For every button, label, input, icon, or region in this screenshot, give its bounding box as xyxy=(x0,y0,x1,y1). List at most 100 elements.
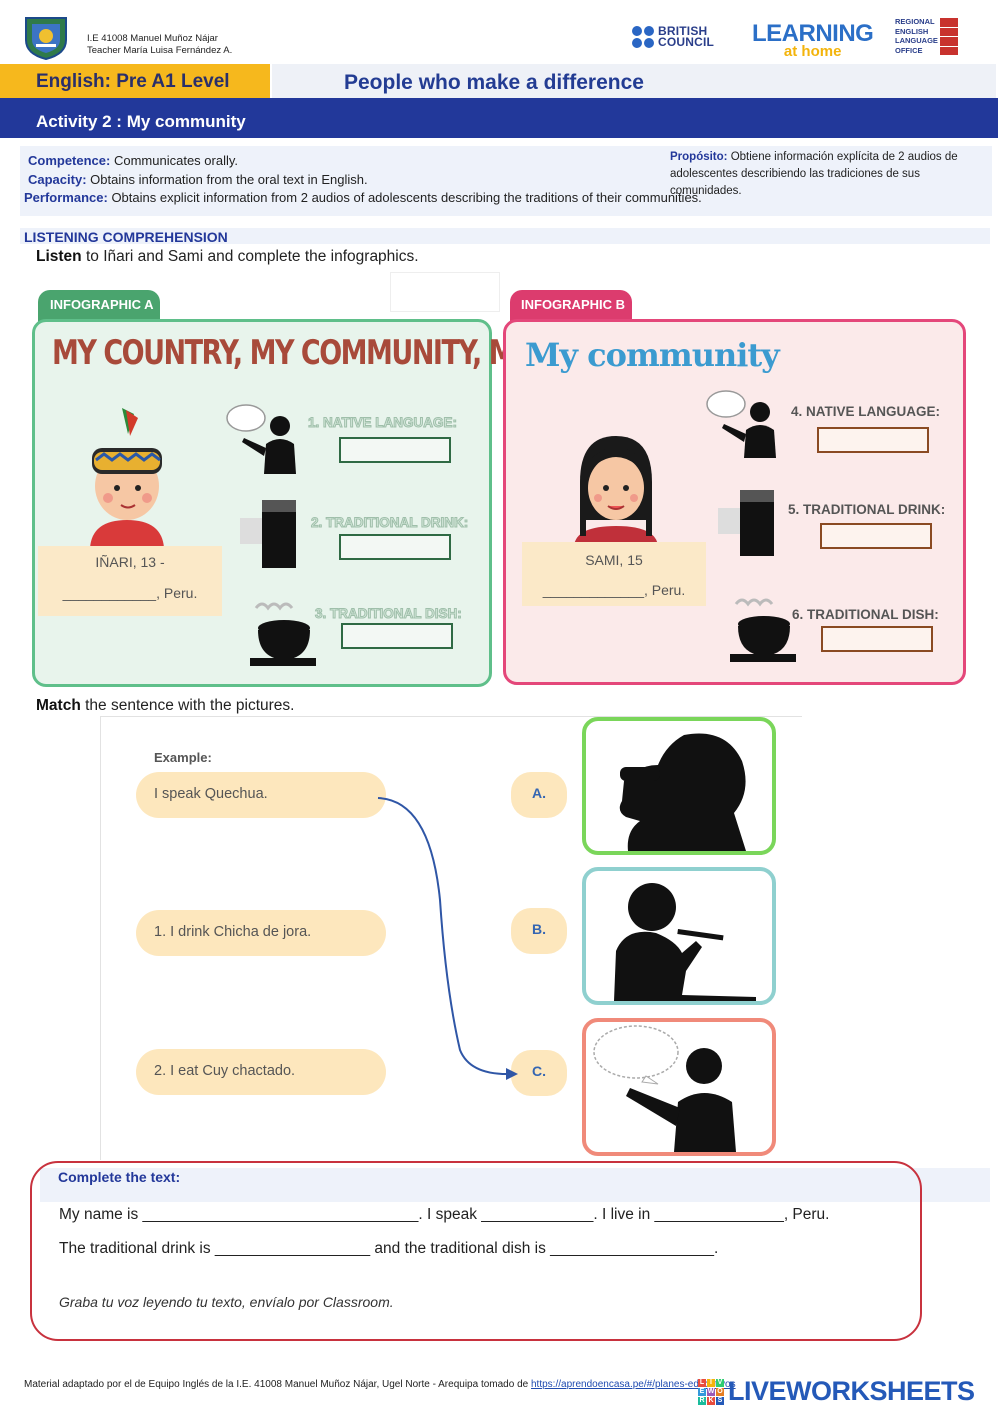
learning-at-home-logo: LEARNING at home xyxy=(752,20,874,60)
purpose-text: Obtiene información explícita de 2 audio… xyxy=(670,151,958,197)
sami-place-blank[interactable]: _____________, Peru. xyxy=(542,582,686,598)
lah-line-2: at home xyxy=(783,43,842,60)
picture-c[interactable] xyxy=(582,1018,776,1156)
example-label: Example: xyxy=(154,750,212,765)
competence-box xyxy=(20,146,992,216)
performance-text: Obtains explicit information from 2 audi… xyxy=(111,190,702,205)
activity-banner xyxy=(0,98,998,138)
sami-girl-icon xyxy=(574,436,658,546)
listening-instruction-text: to Iñari and Sami and complete the infog… xyxy=(85,248,419,265)
footer-text: Material adaptado por el de Equipo Inglé… xyxy=(24,1379,529,1390)
recording-note: Graba tu voz leyendo tu texto, envíalo p… xyxy=(59,1294,394,1310)
sami-name: SAMI, 15 xyxy=(585,552,643,568)
dish-pot-icon xyxy=(250,602,316,666)
letter-c[interactable]: C. xyxy=(511,1050,567,1096)
match-instruction-verb: Match xyxy=(36,697,81,714)
sentence-2[interactable]: 2. I eat Cuy chactado. xyxy=(136,1049,386,1095)
listening-instruction-verb: Listen xyxy=(36,248,82,265)
relo-line: ENGLISH xyxy=(895,27,958,36)
footer-link[interactable]: https://aprendoencasa.pe/#/planes-educat… xyxy=(531,1379,736,1390)
person-speaking-icon xyxy=(226,404,296,474)
purpose-text-block: Propósito: Obtiene información explícita… xyxy=(670,149,988,200)
bc-line-2: COUNCIL xyxy=(658,35,715,49)
listening-instruction: Listen to Iñari and Sami and complete th… xyxy=(36,248,419,266)
competence-text: Communicates orally. xyxy=(113,153,239,168)
complete-line-1[interactable]: My name is _____________________________… xyxy=(59,1206,830,1223)
example-match-line xyxy=(377,797,518,1080)
listening-heading: LISTENING COMPREHENSION xyxy=(24,229,228,245)
complete-banner xyxy=(40,1168,990,1202)
infographic-b-tab xyxy=(510,290,632,322)
answer-box-1[interactable] xyxy=(339,437,451,463)
lah-line-1: LEARNING xyxy=(752,20,874,47)
infographic-b-item-5: 5. TRADITIONAL DRINK: xyxy=(788,502,946,517)
infographic-a-item-2: 2. TRADITIONAL DRINK: xyxy=(310,515,469,531)
complete-line-2[interactable]: The traditional drink is _______________… xyxy=(59,1240,719,1257)
answer-box-6[interactable] xyxy=(821,626,933,652)
infographic-b-title: My community xyxy=(525,336,780,374)
infographic-b-item-6: 6. TRADITIONAL DISH: xyxy=(792,607,939,622)
bc-line-1: BRITISH xyxy=(658,24,708,38)
inari-place-blank[interactable]: ____________, Peru. xyxy=(62,585,198,601)
sentence-1[interactable]: 1. I drink Chicha de jora. xyxy=(136,910,386,956)
inari-boy-icon xyxy=(90,408,164,548)
dish-pot-icon xyxy=(730,598,796,662)
picture-a[interactable] xyxy=(582,717,776,855)
answer-box-4[interactable] xyxy=(817,427,929,453)
page-title: People who make a difference xyxy=(344,71,644,94)
sentence-example[interactable]: I speak Quechua. xyxy=(136,772,386,818)
title-banner xyxy=(272,64,996,98)
infographic-b-item-4: 4. NATIVE LANGUAGE: xyxy=(791,404,941,419)
capacity-text: Obtains information from the oral text i… xyxy=(90,172,368,187)
person-drinking-icon xyxy=(619,733,746,851)
british-council-logo: BRITISH COUNCIL xyxy=(632,24,715,49)
infographic-a-item-1: 1. NATIVE LANGUAGE: xyxy=(307,415,458,431)
level-banner xyxy=(0,64,270,98)
person-eating-icon xyxy=(614,883,756,1001)
british-council-dots-icon xyxy=(632,26,654,48)
person-speaking-icon xyxy=(593,1025,736,1152)
teacher-name: Teacher María Luisa Fernández A. xyxy=(87,45,233,56)
match-instruction: Match the sentence with the pictures. xyxy=(36,697,294,715)
purpose-label: Propósito: xyxy=(670,151,728,163)
sami-name-box xyxy=(522,542,706,606)
complete-title: Complete the text: xyxy=(58,1169,181,1185)
relo-logo: REGIONAL ENGLISH LANGUAGE OFFICE xyxy=(895,17,958,56)
person-speaking-icon xyxy=(706,390,776,458)
infographic-b-tab-label: INFOGRAPHIC B xyxy=(521,297,625,312)
answer-box-3[interactable] xyxy=(341,623,453,649)
liveworksheets-brand: LIVEWORKSHEETS xyxy=(728,1376,975,1406)
match-area xyxy=(100,716,802,1160)
inari-name: IÑARI, 13 - xyxy=(95,554,165,570)
capacity-label: Capacity: xyxy=(28,172,87,187)
relo-line: OFFICE xyxy=(895,46,958,55)
infographic-a-item-3: 3. TRADITIONAL DISH: xyxy=(315,606,463,622)
capacity-line: Capacity: Obtains information from the o… xyxy=(28,172,368,187)
match-instruction-text: the sentence with the pictures. xyxy=(85,697,295,714)
relo-line: REGIONAL xyxy=(895,17,958,27)
blank-note-box xyxy=(390,272,500,312)
school-crest-icon xyxy=(25,17,67,60)
inari-name-box xyxy=(38,546,222,616)
competence-line: Competence: Communicates orally. xyxy=(28,153,238,168)
letter-a[interactable]: A. xyxy=(511,772,567,818)
performance-label: Performance: xyxy=(24,190,108,205)
drink-glass-icon xyxy=(240,500,296,568)
school-name: I.E 41008 Manuel Muñoz Nájar xyxy=(87,33,218,44)
activity-title: Activity 2 : My community xyxy=(36,112,246,131)
listening-banner xyxy=(20,228,990,244)
letter-b[interactable]: B. xyxy=(511,908,567,954)
complete-card xyxy=(30,1161,922,1341)
drink-glass-icon xyxy=(718,490,774,556)
relo-line: LANGUAGE xyxy=(895,36,958,46)
performance-line: Performance: Obtains explicit informatio… xyxy=(24,190,702,205)
footer-credit: Material adaptado por el de Equipo Inglé… xyxy=(24,1379,736,1390)
infographic-a-tab-label: INFOGRAPHIC A xyxy=(50,297,154,312)
picture-b[interactable] xyxy=(582,867,776,1005)
infographic-a-tab xyxy=(38,290,160,322)
competence-label: Competence: xyxy=(28,153,111,168)
answer-box-2[interactable] xyxy=(339,534,451,560)
answer-box-5[interactable] xyxy=(820,523,932,549)
